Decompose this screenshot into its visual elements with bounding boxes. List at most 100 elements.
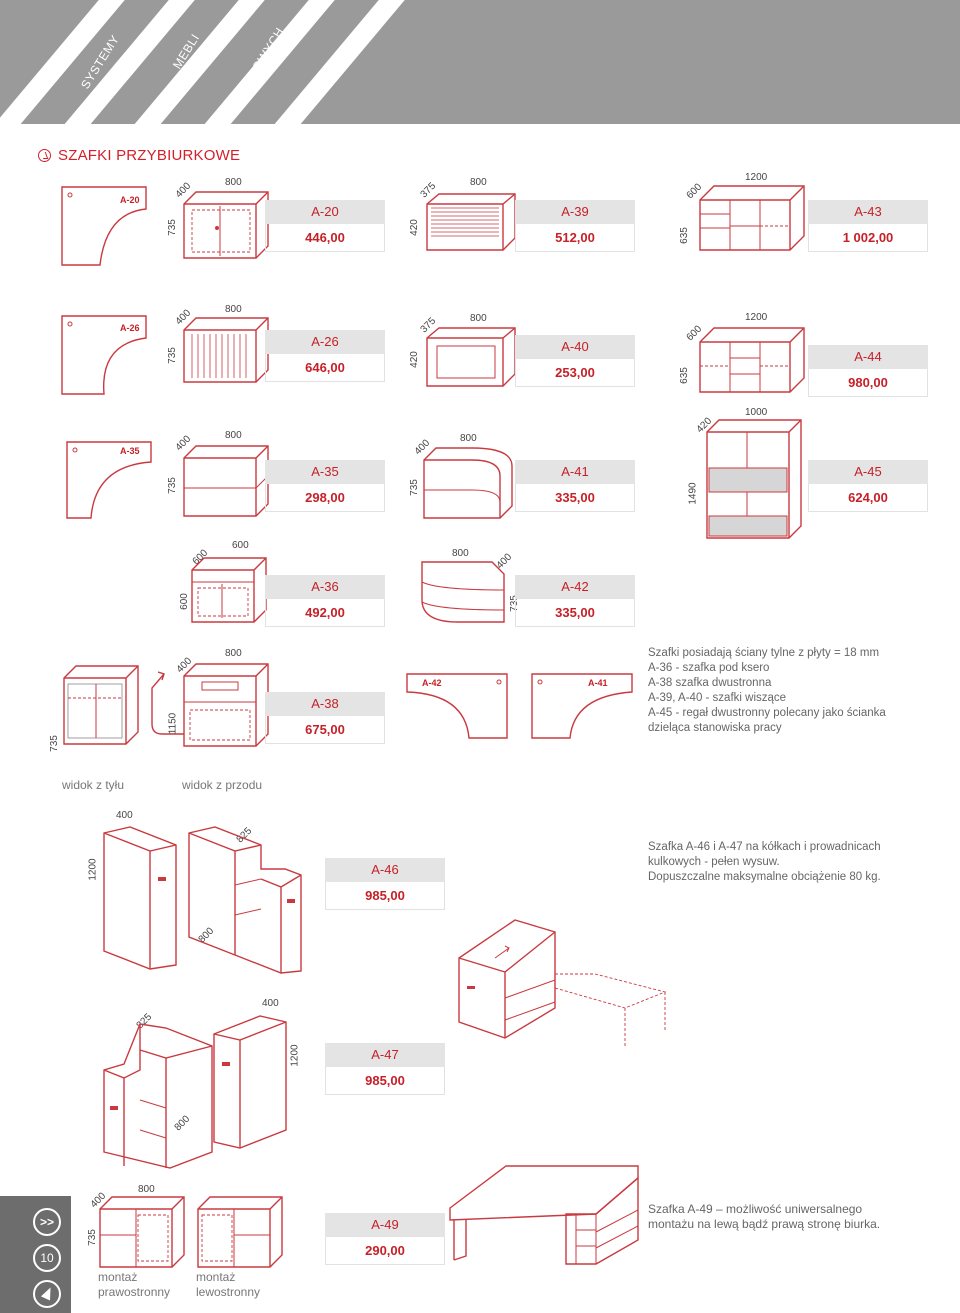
cabinet-drawing-a36 bbox=[191, 557, 267, 623]
dimension-label: 800 bbox=[225, 177, 242, 188]
caption-line: montaż bbox=[98, 1270, 138, 1284]
note-line: A-38 szafka dwustronna bbox=[648, 677, 772, 689]
cabinet-drawing-a49-right bbox=[99, 1196, 185, 1268]
product-price: 335,00 bbox=[515, 599, 635, 627]
cabinet-front-view-a38 bbox=[183, 663, 269, 747]
note-line: A-36 - szafka pod ksero bbox=[648, 662, 770, 674]
dimension-label: 600 bbox=[178, 593, 190, 610]
back-view-caption: widok z tyłu bbox=[62, 778, 125, 792]
note-line: A-39, A-40 - szafki wiszące bbox=[648, 692, 787, 704]
page-number: 10 bbox=[33, 1244, 61, 1272]
dimension-label: 1150 bbox=[167, 712, 179, 735]
tower-drawing-a46-open bbox=[188, 826, 302, 974]
cabinet-drawing-a35 bbox=[183, 445, 269, 517]
price-box: A-45 624,00 bbox=[808, 460, 928, 512]
product-code: A-38 bbox=[265, 692, 385, 716]
price-box: A-46 985,00 bbox=[325, 858, 445, 910]
price-box: A-43 1 002,00 bbox=[808, 200, 928, 252]
tower-drawing-a47-open bbox=[103, 1023, 213, 1169]
cabinet-drawing-a49-left bbox=[197, 1196, 283, 1268]
next-page-button[interactable]: >> bbox=[33, 1208, 61, 1236]
product-code: A-44 bbox=[808, 345, 928, 369]
dimension-label: 400 bbox=[116, 810, 133, 821]
product-code: A-20 bbox=[265, 200, 385, 224]
product-price: 290,00 bbox=[325, 1237, 445, 1265]
price-box: A-40 253,00 bbox=[515, 335, 635, 387]
dimension-label: 800 bbox=[470, 177, 487, 188]
desk-label: A-20 bbox=[120, 195, 140, 205]
dimension-label: 635 bbox=[678, 367, 690, 384]
cabinet-drawing-a20 bbox=[183, 191, 269, 259]
dimension-label: 735 bbox=[166, 219, 178, 236]
product-code: A-47 bbox=[325, 1043, 445, 1067]
product-code: A-46 bbox=[325, 858, 445, 882]
price-box: A-26 646,00 bbox=[265, 330, 385, 382]
a46-47-notes: Szafka A-46 i A-47 na kółkach i prowadni… bbox=[648, 840, 948, 885]
product-price: 512,00 bbox=[515, 224, 635, 252]
product-code: A-35 bbox=[265, 460, 385, 484]
desk-plan-a42 bbox=[406, 673, 508, 739]
product-price: 446,00 bbox=[265, 224, 385, 252]
dimension-label: 420 bbox=[408, 219, 420, 236]
product-price: 1 002,00 bbox=[808, 224, 928, 252]
dimension-label: 735 bbox=[166, 477, 178, 494]
price-box: A-38 675,00 bbox=[265, 692, 385, 744]
dimension-label: 800 bbox=[452, 548, 469, 559]
desk-plan-a35 bbox=[66, 441, 152, 519]
product-price: 335,00 bbox=[515, 484, 635, 512]
product-price: 985,00 bbox=[325, 1067, 445, 1095]
desk-with-tower-drawing bbox=[458, 919, 667, 1046]
dimension-label: 600 bbox=[232, 540, 249, 551]
dimension-label: 800 bbox=[460, 433, 477, 444]
note-line: montażu na lewą bądź prawą stronę biurka… bbox=[648, 1217, 881, 1231]
cabinet-drawing-a39 bbox=[426, 193, 516, 251]
tower-drawing-a47-closed bbox=[213, 1015, 287, 1149]
desk-label: A-26 bbox=[120, 323, 140, 333]
price-box: A-41 335,00 bbox=[515, 460, 635, 512]
shelf-drawing-a45 bbox=[706, 419, 802, 539]
price-box: A-49 290,00 bbox=[325, 1213, 445, 1265]
caption-line: montaż bbox=[196, 1270, 236, 1284]
cabinet-drawing-a40 bbox=[426, 327, 516, 387]
dimension-label: 1000 bbox=[745, 407, 768, 418]
note-line: kulkowych - pełen wysuw. bbox=[648, 856, 780, 868]
product-price: 646,00 bbox=[265, 354, 385, 382]
note-line: dzieląca stanowiska pracy bbox=[648, 722, 782, 734]
desk-with-cabinet-a49-drawing bbox=[449, 1165, 639, 1265]
price-box: A-47 985,00 bbox=[325, 1043, 445, 1095]
dimension-label: 1490 bbox=[687, 482, 699, 505]
product-code: A-39 bbox=[515, 200, 635, 224]
product-price: 253,00 bbox=[515, 359, 635, 387]
dimension-label: 1200 bbox=[745, 312, 768, 323]
dimension-label: 735 bbox=[408, 479, 420, 496]
front-view-caption: widok z przodu bbox=[182, 778, 263, 792]
dimension-label: 1200 bbox=[87, 858, 99, 881]
product-price: 492,00 bbox=[265, 599, 385, 627]
desk-plan-a41 bbox=[531, 673, 633, 739]
caption-line: prawostronny bbox=[98, 1285, 171, 1299]
dimension-label: 1200 bbox=[289, 1044, 301, 1067]
dimension-label: 735 bbox=[48, 735, 60, 752]
dimension-label: 800 bbox=[225, 304, 242, 315]
desk-label: A-41 bbox=[588, 678, 608, 688]
dimension-label: 735 bbox=[86, 1229, 98, 1246]
shelf-drawing-a42 bbox=[421, 561, 505, 623]
left-mount-caption: montaż lewostronny bbox=[196, 1270, 260, 1300]
desk-label: A-35 bbox=[120, 446, 140, 456]
header-band: SYSTEMY MEBLI BIUROWYCH bbox=[0, 0, 960, 124]
dimension-label: 800 bbox=[225, 648, 242, 659]
dimension-label: 735 bbox=[166, 347, 178, 364]
product-code: A-43 bbox=[808, 200, 928, 224]
cabinet-drawing-a26 bbox=[183, 317, 269, 383]
cabinet-drawing-a43 bbox=[699, 185, 805, 251]
desk-label: A-42 bbox=[422, 678, 442, 688]
general-notes: Szafki posiadają ściany tylne z płyty = … bbox=[648, 646, 938, 736]
dimension-label: 635 bbox=[678, 227, 690, 244]
dimension-label: 420 bbox=[408, 351, 420, 368]
note-line: Szafka A-46 i A-47 na kółkach i prowadni… bbox=[648, 841, 881, 853]
cabinet-drawing-a44 bbox=[699, 327, 805, 393]
note-line: Szafki posiadają ściany tylne z płyty = … bbox=[648, 647, 880, 659]
dimension-label: 800 bbox=[470, 313, 487, 324]
product-code: A-45 bbox=[808, 460, 928, 484]
rotate-arrow-icon bbox=[151, 671, 184, 735]
